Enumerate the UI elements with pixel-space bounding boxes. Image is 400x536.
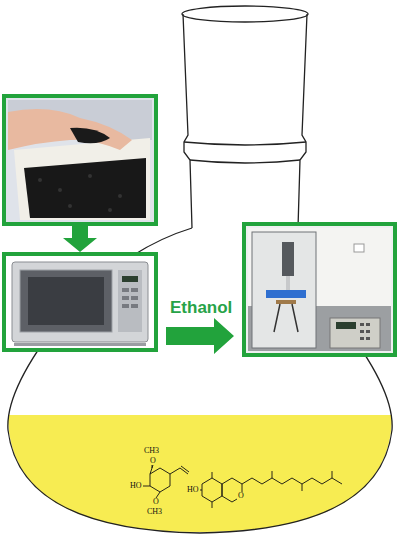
arrow-label: Ethanol xyxy=(170,299,232,316)
seeds-photo xyxy=(4,96,156,224)
atom-label: CH3 xyxy=(143,447,160,455)
vinylsyringol-structure xyxy=(142,462,189,498)
atom-label: O xyxy=(237,492,245,500)
atom-label: O xyxy=(149,457,157,465)
flask-outline xyxy=(8,6,392,533)
arrow-right xyxy=(166,318,234,354)
atom-label: CH3 xyxy=(146,508,163,516)
atom-label: HO xyxy=(129,482,143,490)
liquid xyxy=(8,415,392,532)
tocopherol-structure xyxy=(199,471,342,508)
arrow-down xyxy=(63,226,97,252)
atom-label: O xyxy=(152,498,160,506)
atom-label: HO xyxy=(186,486,200,494)
microwave-photo xyxy=(4,254,156,350)
ultrasound-photo xyxy=(244,224,395,355)
